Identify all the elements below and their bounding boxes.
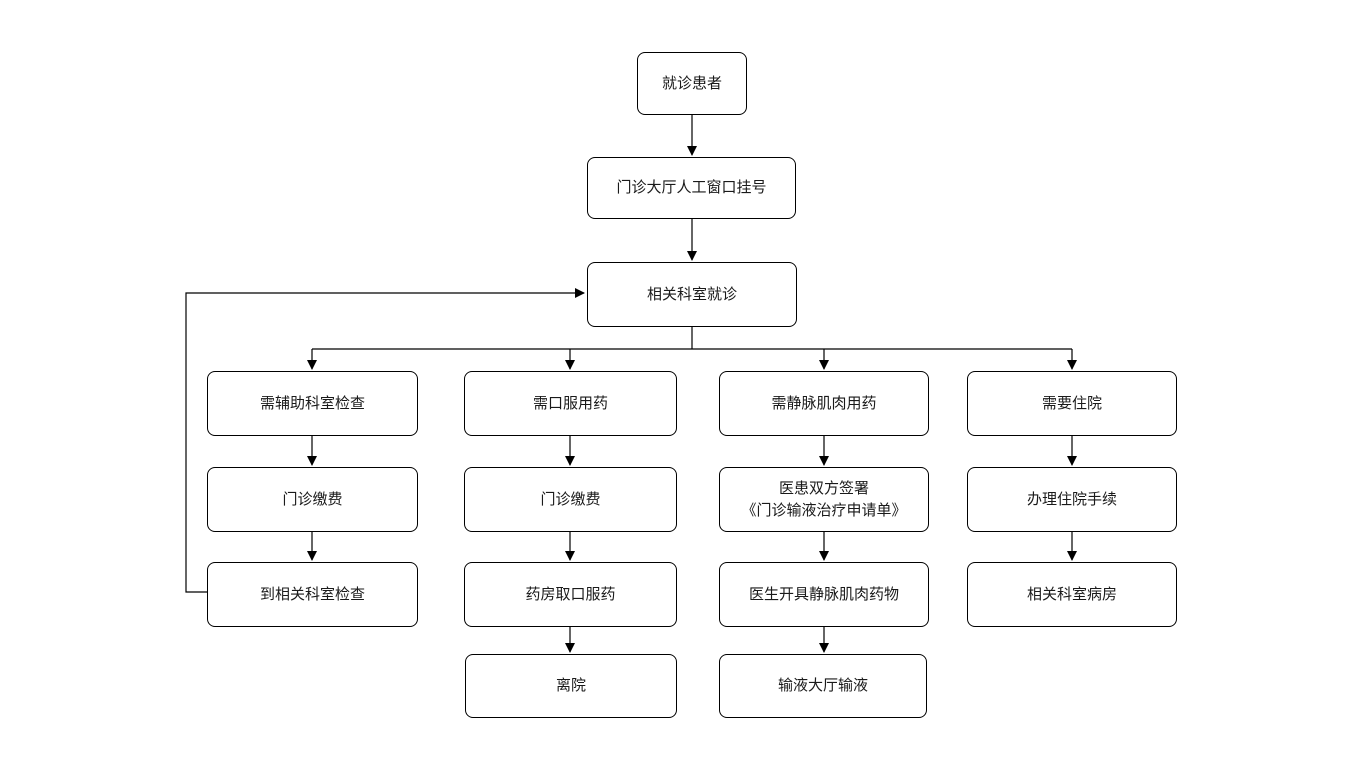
flow-node-sign-infusion-form: 医患双方签署 《门诊输液治疗申请单》 <box>719 467 929 532</box>
flow-node-patient: 就诊患者 <box>637 52 747 115</box>
flow-node-branch-iv-med: 需静脉肌肉用药 <box>719 371 929 436</box>
connector-branch-trunk <box>312 327 1072 350</box>
flow-node-pay-outpatient-2: 门诊缴费 <box>464 467 677 532</box>
flow-node-visit: 相关科室就诊 <box>587 262 797 327</box>
flow-node-branch-hospitalize: 需要住院 <box>967 371 1177 436</box>
flow-node-dept-ward: 相关科室病房 <box>967 562 1177 627</box>
connector-loop-back-to-visit <box>185 288 585 593</box>
flow-node-register: 门诊大厅人工窗口挂号 <box>587 157 796 219</box>
flow-node-admission-procedure: 办理住院手续 <box>967 467 1177 532</box>
flow-node-pay-outpatient-1: 门诊缴费 <box>207 467 418 532</box>
flow-node-leave-hospital: 离院 <box>465 654 677 718</box>
flow-node-goto-dept-check: 到相关科室检查 <box>207 562 418 627</box>
flow-node-branch-aux-check: 需辅助科室检查 <box>207 371 418 436</box>
flow-node-branch-oral-med: 需口服用药 <box>464 371 677 436</box>
flow-node-doctor-prescribe: 医生开具静脉肌肉药物 <box>719 562 929 627</box>
flow-node-pharmacy-pickup: 药房取口服药 <box>464 562 677 627</box>
flow-node-infusion-hall: 输液大厅输液 <box>719 654 927 718</box>
